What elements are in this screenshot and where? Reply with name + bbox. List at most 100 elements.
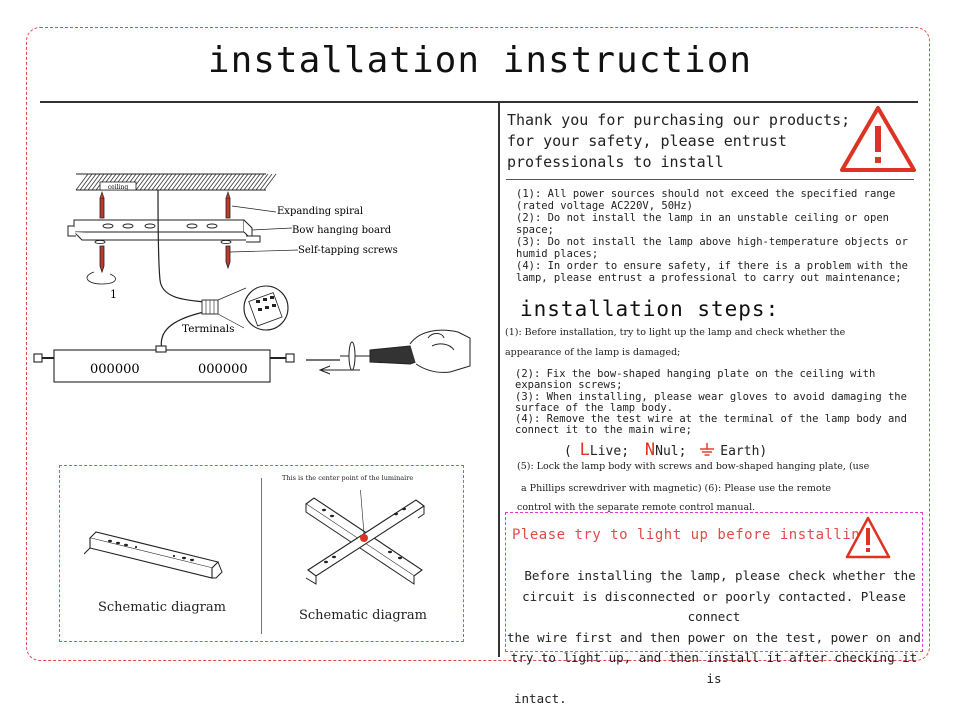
notice-line: intact. [514, 691, 567, 706]
hatch-line [223, 173, 237, 191]
warning-triangle-icon [845, 516, 891, 559]
hatch-line [235, 173, 249, 191]
screwdriver-hand [306, 329, 471, 375]
center-point-marker [360, 534, 368, 542]
step-4: (4): Remove the test wire at the termina… [515, 413, 907, 436]
notice-box: Please try to light up before installing… [505, 512, 923, 706]
label-expanding-spiral: Expanding spiral [277, 206, 363, 217]
hatch-line [259, 173, 273, 191]
label-bow-hanging-board: Bow hanging board [292, 225, 392, 236]
terminal-zoom-circle [217, 285, 289, 331]
page-title: installation instruction [207, 40, 753, 81]
ceiling-label: ceiling [108, 184, 129, 191]
page-frame [26, 27, 930, 661]
hatch-line [75, 173, 89, 191]
lamp-panel [33, 345, 295, 383]
hatch-line [143, 173, 157, 191]
hatch-line [251, 173, 265, 191]
legend-live-letter: L [579, 440, 590, 460]
rotation-mark: 1 [110, 288, 117, 301]
safety-rule: (1): All power sources should not exceed… [516, 188, 896, 212]
hatch-line [163, 173, 177, 191]
notice-line: Before installing the lamp, please check… [524, 568, 916, 583]
schematic-separator [261, 478, 262, 634]
schematic-box: Schematic diagram This is the center poi… [59, 465, 464, 642]
safety-rules: (1): All power sources should not exceed… [516, 188, 908, 284]
section-divider [506, 179, 914, 180]
legend-open: ( [564, 444, 572, 459]
hatch-line [199, 173, 213, 191]
hatch-line [247, 173, 261, 191]
cross-bracket-schematic [305, 490, 425, 585]
notice-line: the wire first and then power on the tes… [507, 629, 921, 645]
hatch-line [211, 173, 225, 191]
step-1-line-b: appearance of the lamp is damaged; [505, 347, 681, 358]
self-tapping-screw [99, 245, 231, 274]
hatch-line [255, 173, 269, 191]
safety-rule: (4): In order to ensure safety, if there… [516, 260, 908, 284]
caption-right: Schematic diagram [299, 608, 427, 623]
hatch-line [243, 173, 257, 191]
panel-label-left: 000000 [90, 362, 140, 377]
bow-plate-schematic [84, 531, 223, 579]
warning-triangle-icon [840, 106, 916, 172]
legend-live-text: Live; [589, 444, 630, 459]
hatch-line [167, 173, 181, 191]
hatch-line [219, 173, 233, 191]
thanks-message: Thank you for purchasing our products; f… [507, 110, 850, 173]
hatch-line [207, 173, 221, 191]
hatch-line [151, 173, 165, 191]
mains-wire [157, 189, 205, 303]
hatch-line [147, 173, 161, 191]
installation-illustration: ceiling 1 Expanding spiral Bow hanging b… [33, 173, 471, 383]
thanks-line-2: for your safety, please entrust [507, 132, 787, 150]
step-1-line-a: (1): Before installation, try to light u… [505, 327, 846, 338]
hatch-line [239, 173, 253, 191]
notice-body: Before installing the lamp, please check… [506, 566, 922, 710]
hatch-line [83, 173, 97, 191]
hatch-line [91, 173, 105, 191]
hatch-line [139, 173, 153, 191]
hatch-line [231, 173, 245, 191]
thanks-line-1: Thank you for purchasing our products; [507, 111, 851, 129]
expanding-spiral-anchor [99, 191, 231, 219]
earth-icon [700, 443, 715, 456]
center-point-note: This is the center point of the luminair… [282, 474, 414, 482]
panel-label-right: 000000 [198, 362, 248, 377]
caption-left: Schematic diagram [98, 600, 226, 615]
hatch-line [155, 173, 169, 191]
hatch-line [175, 173, 189, 191]
steps-heading: installation steps: [520, 297, 780, 321]
safety-rule: (3): Do not install the lamp above high-… [516, 236, 908, 260]
hatch-line [187, 173, 201, 191]
hatch-line [183, 173, 197, 191]
step-5-line-b: a Phillips screwdriver with magnetic) (6… [521, 483, 832, 494]
title-divider [40, 101, 918, 103]
bow-hanging-board [67, 219, 261, 243]
hatch-line [135, 173, 149, 191]
hatch-line [171, 173, 185, 191]
step-5-line-a: (5): Lock the lamp body with screws and … [517, 461, 870, 472]
notice-title: Please try to light up before installing [512, 527, 870, 543]
hatch-line [179, 173, 193, 191]
notice-line: try to light up, and then install it aft… [510, 650, 918, 686]
hatch-line [191, 173, 205, 191]
label-self-tapping-screws: Self-tapping screws [298, 245, 398, 256]
hatch-line [263, 173, 277, 191]
hatch-line [203, 173, 217, 191]
hatch-line [227, 173, 241, 191]
notice-line: circuit is disconnected or poorly contac… [522, 588, 906, 625]
wire-legend: ( LLive; NNul; Earth) [564, 440, 767, 460]
safety-rule: (2): Do not install the lamp in an unsta… [516, 212, 889, 236]
legend-earth-text: Earth) [720, 444, 768, 459]
step-2: (2): Fix the bow-shaped hanging plate on… [515, 368, 876, 391]
hatch-line [195, 173, 209, 191]
column-divider [498, 101, 500, 657]
label-terminals: Terminals [182, 323, 235, 335]
hatch-line [87, 173, 101, 191]
hatch-line [159, 173, 173, 191]
legend-nul-letter: N [644, 440, 656, 460]
step-3: (3): When installing, please wear gloves… [515, 391, 907, 414]
hatch-line [79, 173, 93, 191]
legend-nul-text: Nul; [655, 444, 687, 459]
